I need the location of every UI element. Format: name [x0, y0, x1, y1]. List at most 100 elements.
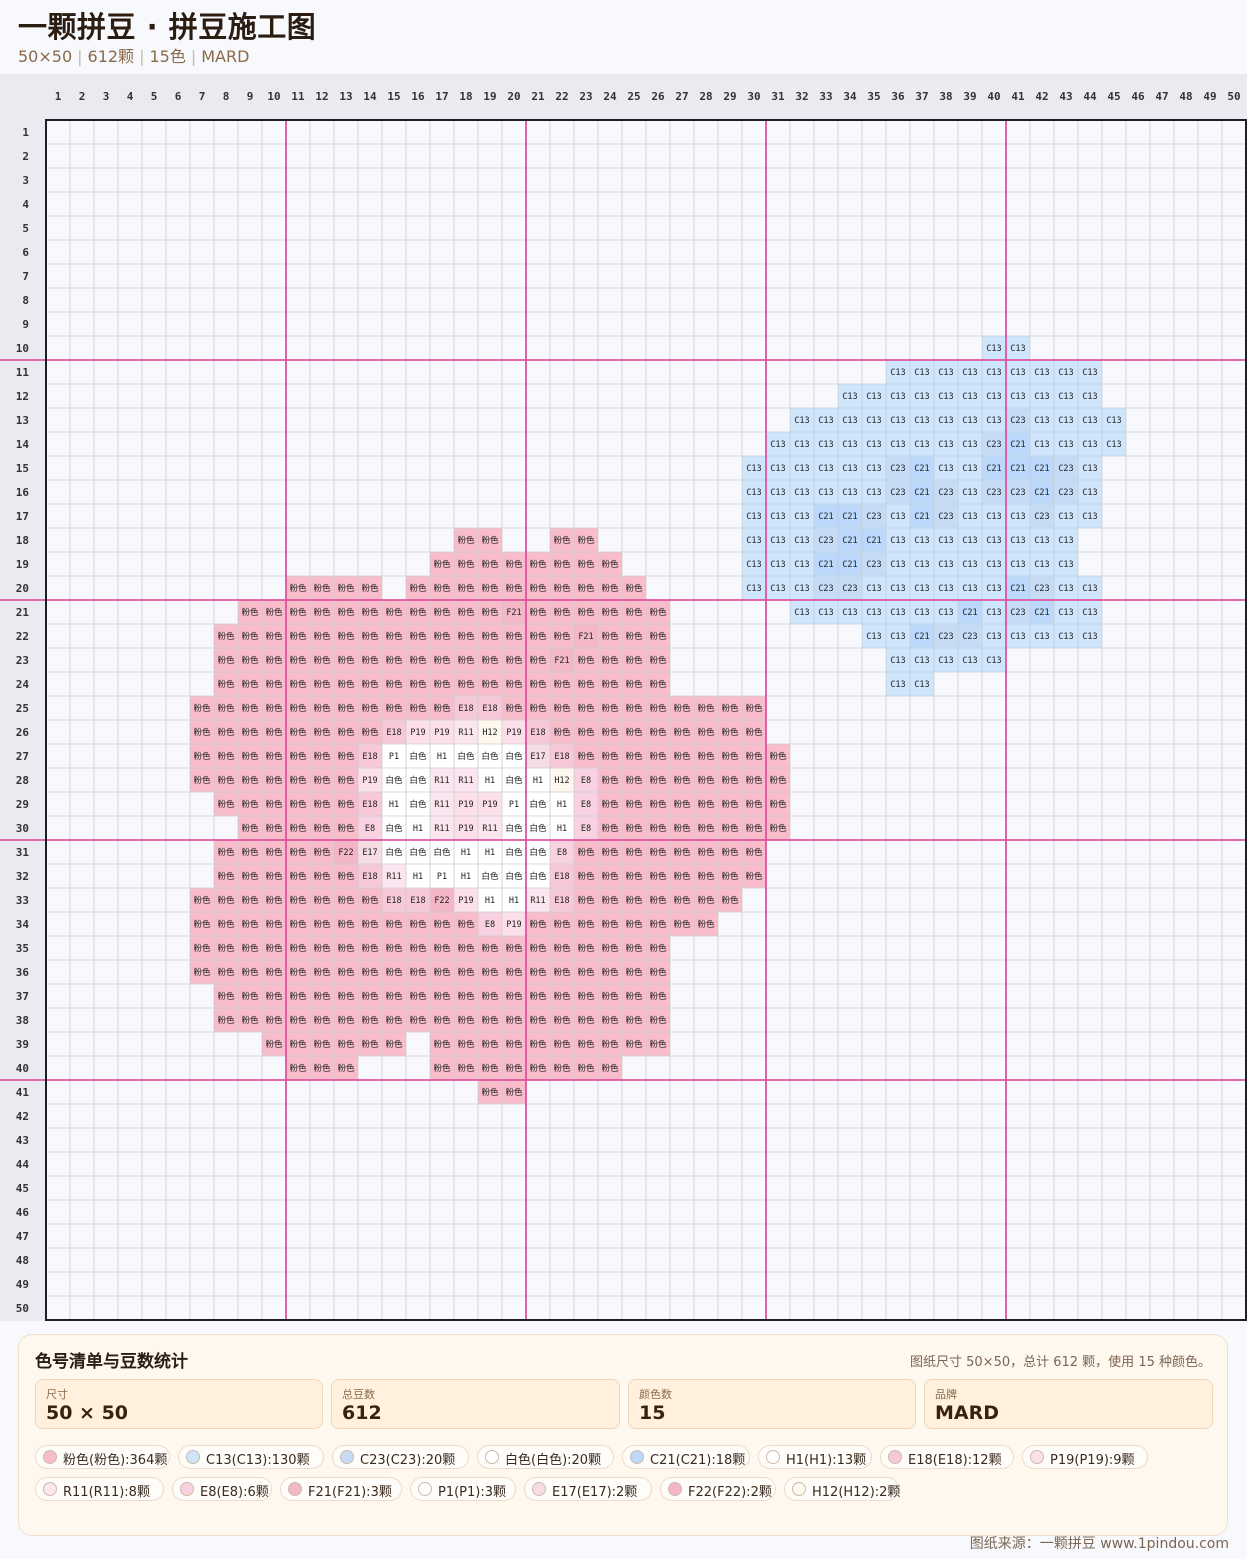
bead-cell[interactable]: H1	[478, 768, 502, 792]
bead-cell[interactable]: 粉色	[334, 672, 358, 696]
bead-cell[interactable]: C13	[886, 648, 910, 672]
bead-cell[interactable]: C13	[1078, 456, 1102, 480]
bead-cell[interactable]: 粉色	[262, 624, 286, 648]
bead-cell[interactable]: C13	[934, 600, 958, 624]
bead-cell[interactable]: 粉色	[742, 864, 766, 888]
bead-cell[interactable]: 粉色	[334, 864, 358, 888]
bead-cell[interactable]: 粉色	[310, 840, 334, 864]
bead-cell[interactable]: 粉色	[430, 672, 454, 696]
bead-cell[interactable]: 白色	[502, 864, 526, 888]
bead-cell[interactable]: 白色	[502, 768, 526, 792]
bead-cell[interactable]: H1	[502, 888, 526, 912]
bead-cell[interactable]: 粉色	[334, 696, 358, 720]
bead-cell[interactable]: C13	[790, 600, 814, 624]
bead-cell[interactable]: C13	[862, 624, 886, 648]
bead-cell[interactable]: 粉色	[454, 552, 478, 576]
bead-cell[interactable]: C13	[766, 528, 790, 552]
bead-cell[interactable]: 粉色	[262, 984, 286, 1008]
bead-cell[interactable]: C23	[1006, 600, 1030, 624]
bead-cell[interactable]: 粉色	[238, 720, 262, 744]
bead-cell[interactable]: 粉色	[310, 696, 334, 720]
bead-cell[interactable]: C13	[982, 648, 1006, 672]
bead-cell[interactable]: 粉色	[670, 720, 694, 744]
bead-cell[interactable]: 粉色	[358, 648, 382, 672]
bead-cell[interactable]: C13	[814, 456, 838, 480]
bead-cell[interactable]: C13	[910, 360, 934, 384]
bead-cell[interactable]: 粉色	[598, 1032, 622, 1056]
bead-cell[interactable]: 粉色	[478, 960, 502, 984]
bead-cell[interactable]: 粉色	[310, 672, 334, 696]
bead-cell[interactable]: 粉色	[646, 888, 670, 912]
bead-cell[interactable]: 粉色	[574, 1008, 598, 1032]
bead-cell[interactable]: 粉色	[286, 600, 310, 624]
bead-cell[interactable]: C13	[1030, 384, 1054, 408]
bead-cell[interactable]: P19	[502, 912, 526, 936]
bead-cell[interactable]: 粉色	[214, 936, 238, 960]
bead-cell[interactable]: F21	[574, 624, 598, 648]
bead-cell[interactable]: 粉色	[334, 624, 358, 648]
bead-cell[interactable]: C13	[838, 432, 862, 456]
bead-cell[interactable]: 粉色	[622, 720, 646, 744]
bead-cell[interactable]: C21	[910, 456, 934, 480]
bead-cell[interactable]: 粉色	[502, 672, 526, 696]
bead-cell[interactable]: C13	[958, 528, 982, 552]
bead-cell[interactable]: C13	[790, 552, 814, 576]
bead-cell[interactable]: 粉色	[214, 720, 238, 744]
bead-cell[interactable]: 粉色	[718, 864, 742, 888]
bead-cell[interactable]: C13	[862, 600, 886, 624]
bead-cell[interactable]: C21	[1030, 480, 1054, 504]
bead-cell[interactable]: 粉色	[598, 696, 622, 720]
bead-cell[interactable]: 粉色	[310, 936, 334, 960]
bead-cell[interactable]: C23	[862, 552, 886, 576]
bead-cell[interactable]: 粉色	[622, 744, 646, 768]
bead-cell[interactable]: 粉色	[214, 696, 238, 720]
bead-cell[interactable]: 粉色	[646, 960, 670, 984]
bead-cell[interactable]: 粉色	[286, 960, 310, 984]
bead-cell[interactable]: 粉色	[622, 984, 646, 1008]
bead-cell[interactable]: 粉色	[190, 768, 214, 792]
bead-cell[interactable]: 粉色	[574, 576, 598, 600]
bead-cell[interactable]: 粉色	[286, 864, 310, 888]
bead-cell[interactable]: 粉色	[334, 816, 358, 840]
bead-cell[interactable]: P19	[454, 888, 478, 912]
bead-cell[interactable]: 粉色	[358, 576, 382, 600]
bead-cell[interactable]: 粉色	[286, 816, 310, 840]
bead-cell[interactable]: 粉色	[694, 888, 718, 912]
bead-cell[interactable]: C13	[862, 384, 886, 408]
bead-cell[interactable]: 白色	[382, 816, 406, 840]
bead-cell[interactable]: 粉色	[526, 1032, 550, 1056]
bead-cell[interactable]: C13	[910, 408, 934, 432]
bead-cell[interactable]: 粉色	[358, 600, 382, 624]
bead-cell[interactable]: 粉色	[358, 936, 382, 960]
bead-cell[interactable]: 粉色	[622, 1032, 646, 1056]
bead-cell[interactable]: 粉色	[598, 792, 622, 816]
bead-cell[interactable]: C23	[982, 480, 1006, 504]
bead-cell[interactable]: 粉色	[286, 840, 310, 864]
bead-cell[interactable]: H1	[550, 816, 574, 840]
bead-cell[interactable]: 粉色	[334, 960, 358, 984]
bead-cell[interactable]: 粉色	[262, 720, 286, 744]
bead-cell[interactable]: C13	[886, 432, 910, 456]
bead-cell[interactable]: C13	[1030, 360, 1054, 384]
bead-cell[interactable]: 粉色	[694, 768, 718, 792]
bead-cell[interactable]: 粉色	[550, 528, 574, 552]
bead-cell[interactable]: 粉色	[670, 744, 694, 768]
bead-cell[interactable]: 粉色	[214, 864, 238, 888]
bead-cell[interactable]: 粉色	[574, 936, 598, 960]
bead-cell[interactable]: C13	[742, 528, 766, 552]
bead-cell[interactable]: C13	[1006, 504, 1030, 528]
bead-cell[interactable]: 粉色	[550, 912, 574, 936]
bead-cell[interactable]: 粉色	[262, 696, 286, 720]
bead-cell[interactable]: 粉色	[454, 912, 478, 936]
bead-cell[interactable]: 粉色	[238, 888, 262, 912]
bead-cell[interactable]: C13	[934, 528, 958, 552]
bead-cell[interactable]: 粉色	[238, 960, 262, 984]
bead-cell[interactable]: 粉色	[574, 648, 598, 672]
bead-cell[interactable]: 粉色	[670, 792, 694, 816]
bead-cell[interactable]: 粉色	[430, 1032, 454, 1056]
bead-cell[interactable]: 粉色	[382, 672, 406, 696]
bead-cell[interactable]: 粉色	[526, 984, 550, 1008]
bead-cell[interactable]: 粉色	[646, 600, 670, 624]
bead-cell[interactable]: 粉色	[406, 576, 430, 600]
bead-cell[interactable]: E17	[526, 744, 550, 768]
